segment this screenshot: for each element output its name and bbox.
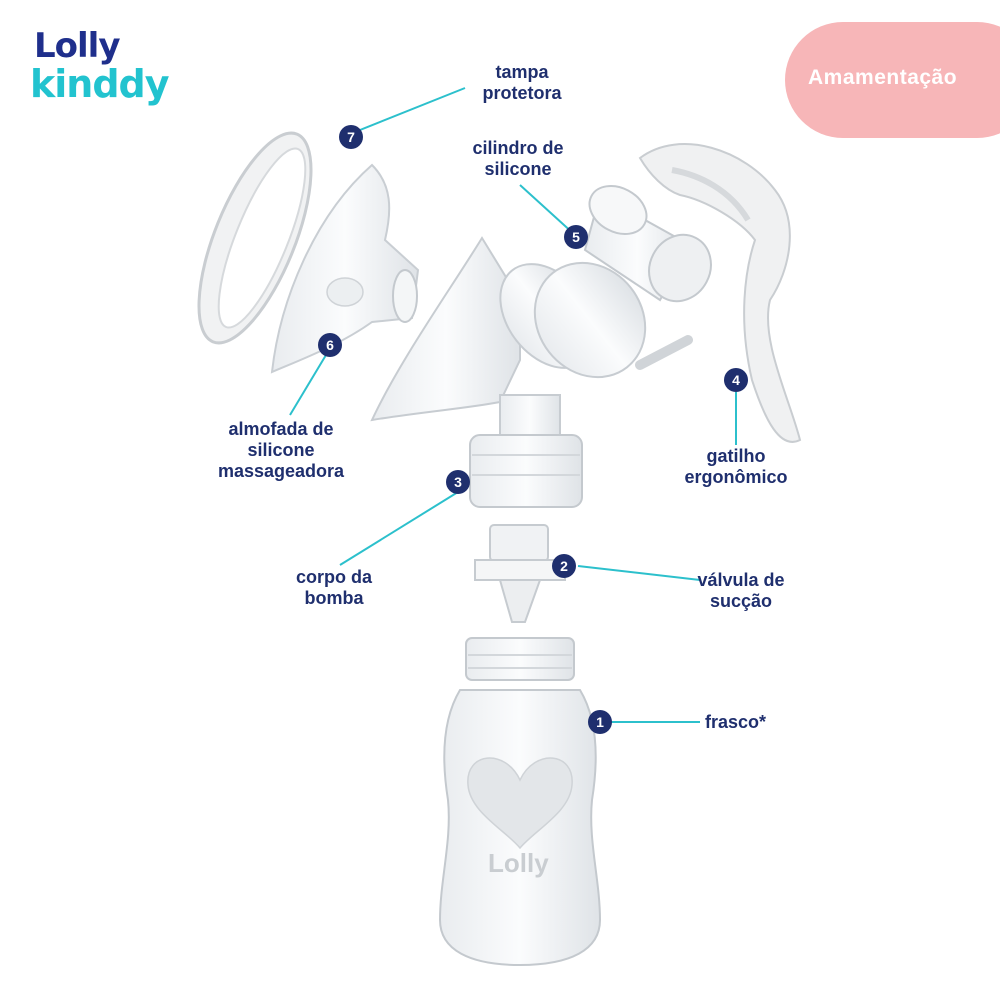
brand-logo-line1: Lolly (34, 26, 120, 66)
part-label-2: válvula de sucção (697, 570, 785, 611)
leader-line-2 (577, 565, 701, 581)
leader-line-5 (519, 184, 576, 236)
part-number-6: 6 (318, 333, 342, 357)
category-label: Amamentação (808, 66, 958, 89)
part-number-2: 2 (552, 554, 576, 578)
part-number-4: 4 (724, 368, 748, 392)
suction-valve-illustration (474, 524, 566, 623)
leader-line-3 (339, 491, 459, 566)
ergonomic-trigger-illustration (638, 143, 802, 443)
leader-lines (289, 87, 737, 723)
leader-line-7 (359, 87, 466, 131)
part-label-1: frasco* (705, 712, 767, 732)
part-label-5: cilindro de silicone (472, 138, 564, 179)
bottle-illustration (438, 637, 602, 967)
part-label-3: corpo da bomba (295, 567, 372, 608)
brand-logo-line2: kinddy (30, 62, 170, 106)
part-number-3: 3 (446, 470, 470, 494)
part-number-7: 7 (339, 125, 363, 149)
part-label-7: tampa protetora (482, 62, 562, 103)
silicone-cylinder-illustration (583, 185, 712, 303)
category-badge (785, 22, 1000, 138)
part-number-1: 1 (588, 710, 612, 734)
silicone-cushion-illustration (270, 163, 420, 374)
pump-body-base-illustration (469, 434, 583, 508)
part-label-4: gatilho ergonômico (684, 446, 788, 487)
part-label-6: almofada de silicone massageadora (217, 419, 345, 481)
protective-cap-illustration (197, 131, 313, 345)
pump-funnel-illustration (370, 236, 693, 446)
part-number-5: 5 (564, 225, 588, 249)
leader-line-6 (289, 354, 327, 416)
bottle-print: Lolly (488, 848, 549, 878)
